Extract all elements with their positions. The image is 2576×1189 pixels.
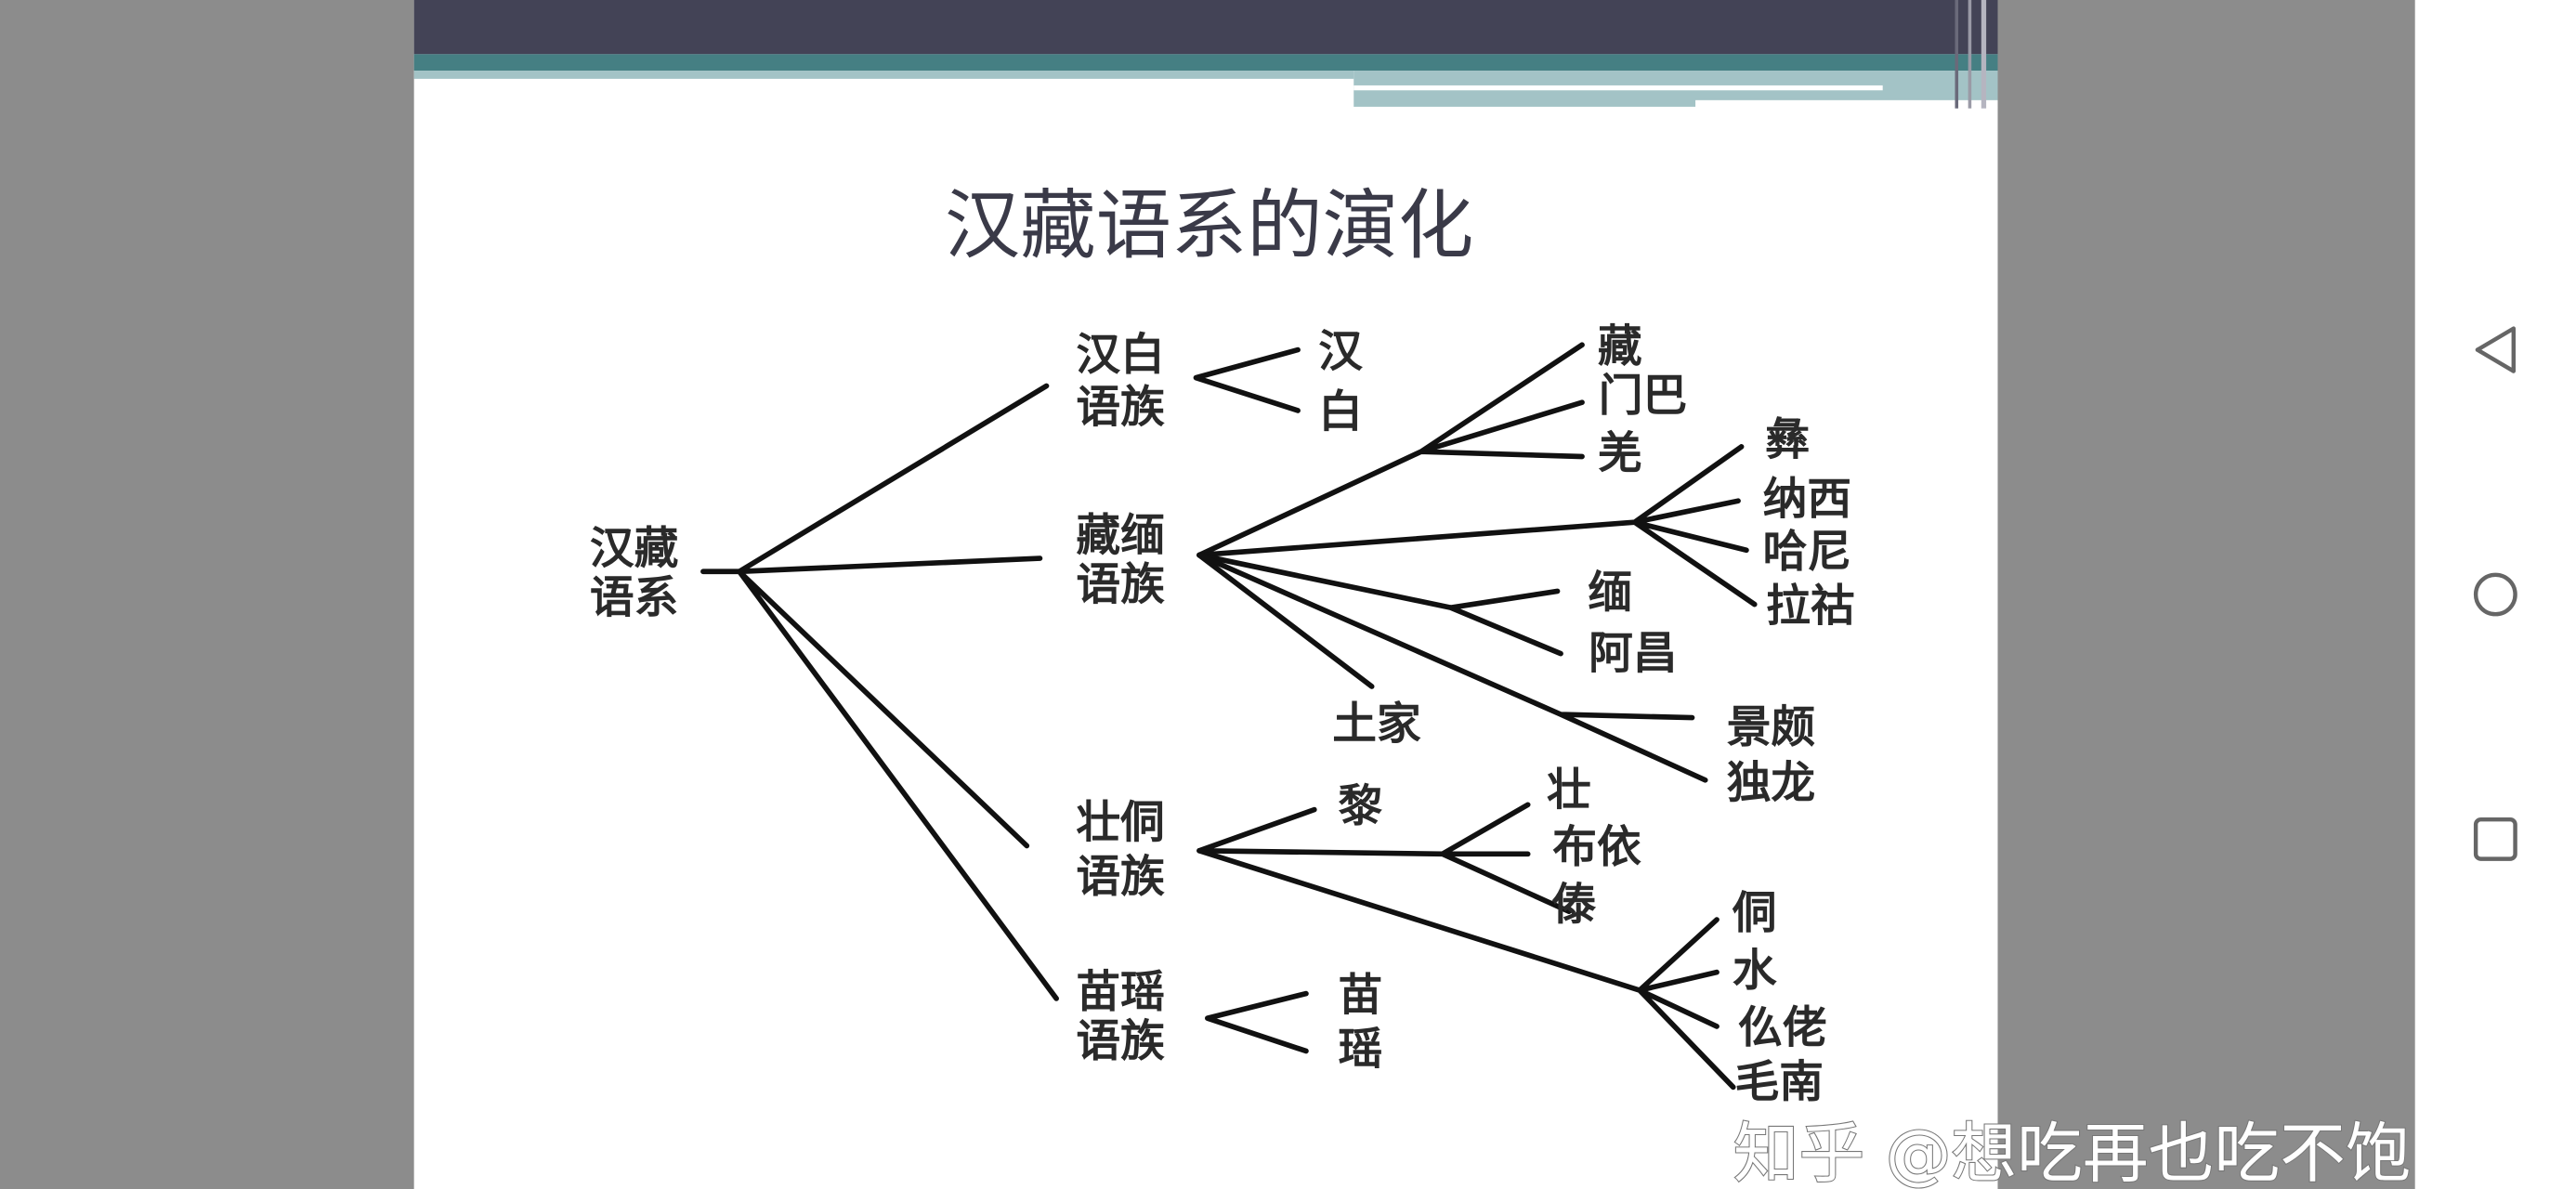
leaf-label: 侗 xyxy=(1732,888,1777,939)
watermark: 知乎 @想吃再也吃不饱 xyxy=(1733,1115,2412,1189)
leaf-label: 拉祜 xyxy=(1766,581,1854,632)
header-teal-bar xyxy=(413,54,1998,72)
leaf-label: 缅 xyxy=(1588,568,1632,619)
leaf-label: 白 xyxy=(1318,387,1363,438)
node-label: 语族 xyxy=(1076,1016,1165,1067)
family-zhuangdong: 壮侗 语族 黎 壮 布依 傣 侗 水 仫佬 毛南 xyxy=(1076,764,1826,1108)
leaf-label: 阿昌 xyxy=(1589,629,1677,680)
navigation-bar xyxy=(2414,0,2576,1189)
slide: 汉藏语系的演化 汉藏 语系 汉白 语族 汉 白 藏缅 语族 藏 xyxy=(413,0,1998,1189)
node-label: 语族 xyxy=(1076,382,1165,433)
node-label: 藏缅 xyxy=(1076,510,1164,561)
back-triangle-icon[interactable] xyxy=(2475,326,2517,373)
node-label: 语族 xyxy=(1076,852,1165,903)
leaf-label: 土家 xyxy=(1332,699,1421,751)
leaf-label: 哈尼 xyxy=(1763,527,1851,578)
leaf-label: 傣 xyxy=(1551,880,1596,931)
leaf-label: 藏 xyxy=(1598,321,1642,372)
family-hanbai: 汉白 语族 汉 白 xyxy=(1076,326,1363,438)
home-circle-icon[interactable] xyxy=(2473,572,2517,617)
leaf-label: 彝 xyxy=(1765,415,1810,466)
right-gray-area xyxy=(1997,0,2415,1189)
header-dark-bar xyxy=(413,0,1998,55)
root-node: 汉藏 语系 xyxy=(590,523,678,623)
header-light-bar xyxy=(413,71,1354,79)
left-gray-area xyxy=(0,0,414,1189)
node-label: 苗瑶 xyxy=(1076,967,1164,1018)
node-label: 语族 xyxy=(1076,559,1165,610)
node-label: 壮侗 xyxy=(1076,798,1164,849)
leaf-label: 壮 xyxy=(1547,764,1591,816)
node-label: 汉藏 xyxy=(590,523,678,574)
family-miaoyao: 苗瑶 语族 苗 瑶 xyxy=(1076,967,1382,1076)
tree-lines xyxy=(700,342,1758,1091)
leaf-label: 独龙 xyxy=(1727,758,1815,809)
leaf-label: 纳西 xyxy=(1763,474,1851,525)
leaf-label: 门巴 xyxy=(1599,371,1687,422)
node-label: 汉白 xyxy=(1076,330,1164,381)
leaf-label: 羌 xyxy=(1598,428,1642,479)
leaf-label: 黎 xyxy=(1338,781,1382,832)
family-zangmian: 藏缅 语族 藏 门巴 羌 彝 纳西 哈尼 拉祜 缅 阿昌 土家 景颇 独龙 xyxy=(1076,321,1854,809)
leaf-label: 汉 xyxy=(1318,326,1363,377)
leaf-label: 景颇 xyxy=(1727,702,1815,753)
leaf-label: 水 xyxy=(1733,946,1777,997)
recents-square-icon[interactable] xyxy=(2473,817,2517,861)
leaf-label: 瑶 xyxy=(1338,1025,1382,1076)
leaf-label: 毛南 xyxy=(1735,1057,1824,1108)
leaf-label: 苗 xyxy=(1338,970,1382,1021)
slide-title: 汉藏语系的演化 xyxy=(945,183,1473,270)
leaf-label: 仫佬 xyxy=(1738,1003,1826,1054)
node-label: 语系 xyxy=(590,572,678,623)
leaf-label: 布依 xyxy=(1552,822,1641,873)
